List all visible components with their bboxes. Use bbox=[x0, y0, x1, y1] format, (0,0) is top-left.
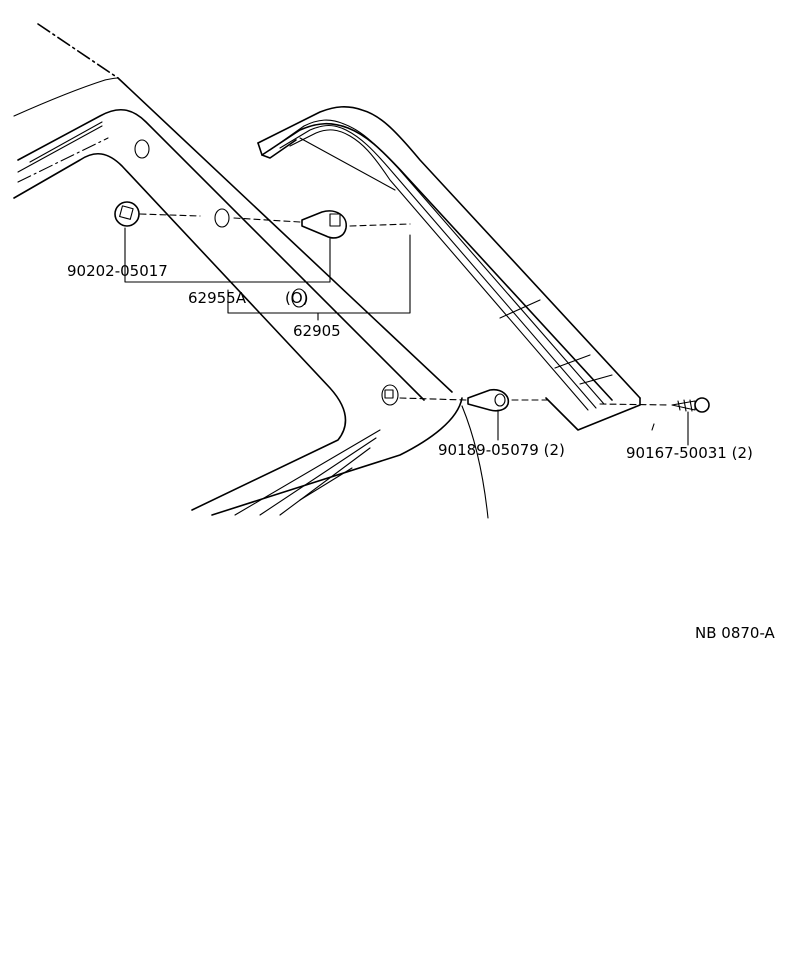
body-panel bbox=[13, 23, 489, 519]
clip-90189-icon bbox=[399, 388, 551, 412]
leader-lines bbox=[124, 227, 689, 446]
clip-62955a-icon bbox=[233, 210, 411, 239]
screw-90167-icon bbox=[599, 397, 710, 413]
quarter-moulding bbox=[257, 106, 641, 431]
mounting-hole-marks bbox=[134, 139, 399, 406]
label-90189-05079: 90189-05079 (2) bbox=[438, 441, 565, 459]
clip-90202-icon bbox=[114, 201, 201, 227]
label-circle-mark: (O) bbox=[285, 289, 309, 307]
label-62955a: 62955A bbox=[188, 289, 247, 307]
drawing-reference: NB 0870-A bbox=[695, 624, 776, 642]
label-90202-05017: 90202-05017 bbox=[67, 262, 168, 280]
label-62905: 62905 bbox=[293, 322, 341, 340]
label-90167-50031: 90167-50031 (2) bbox=[626, 444, 753, 462]
